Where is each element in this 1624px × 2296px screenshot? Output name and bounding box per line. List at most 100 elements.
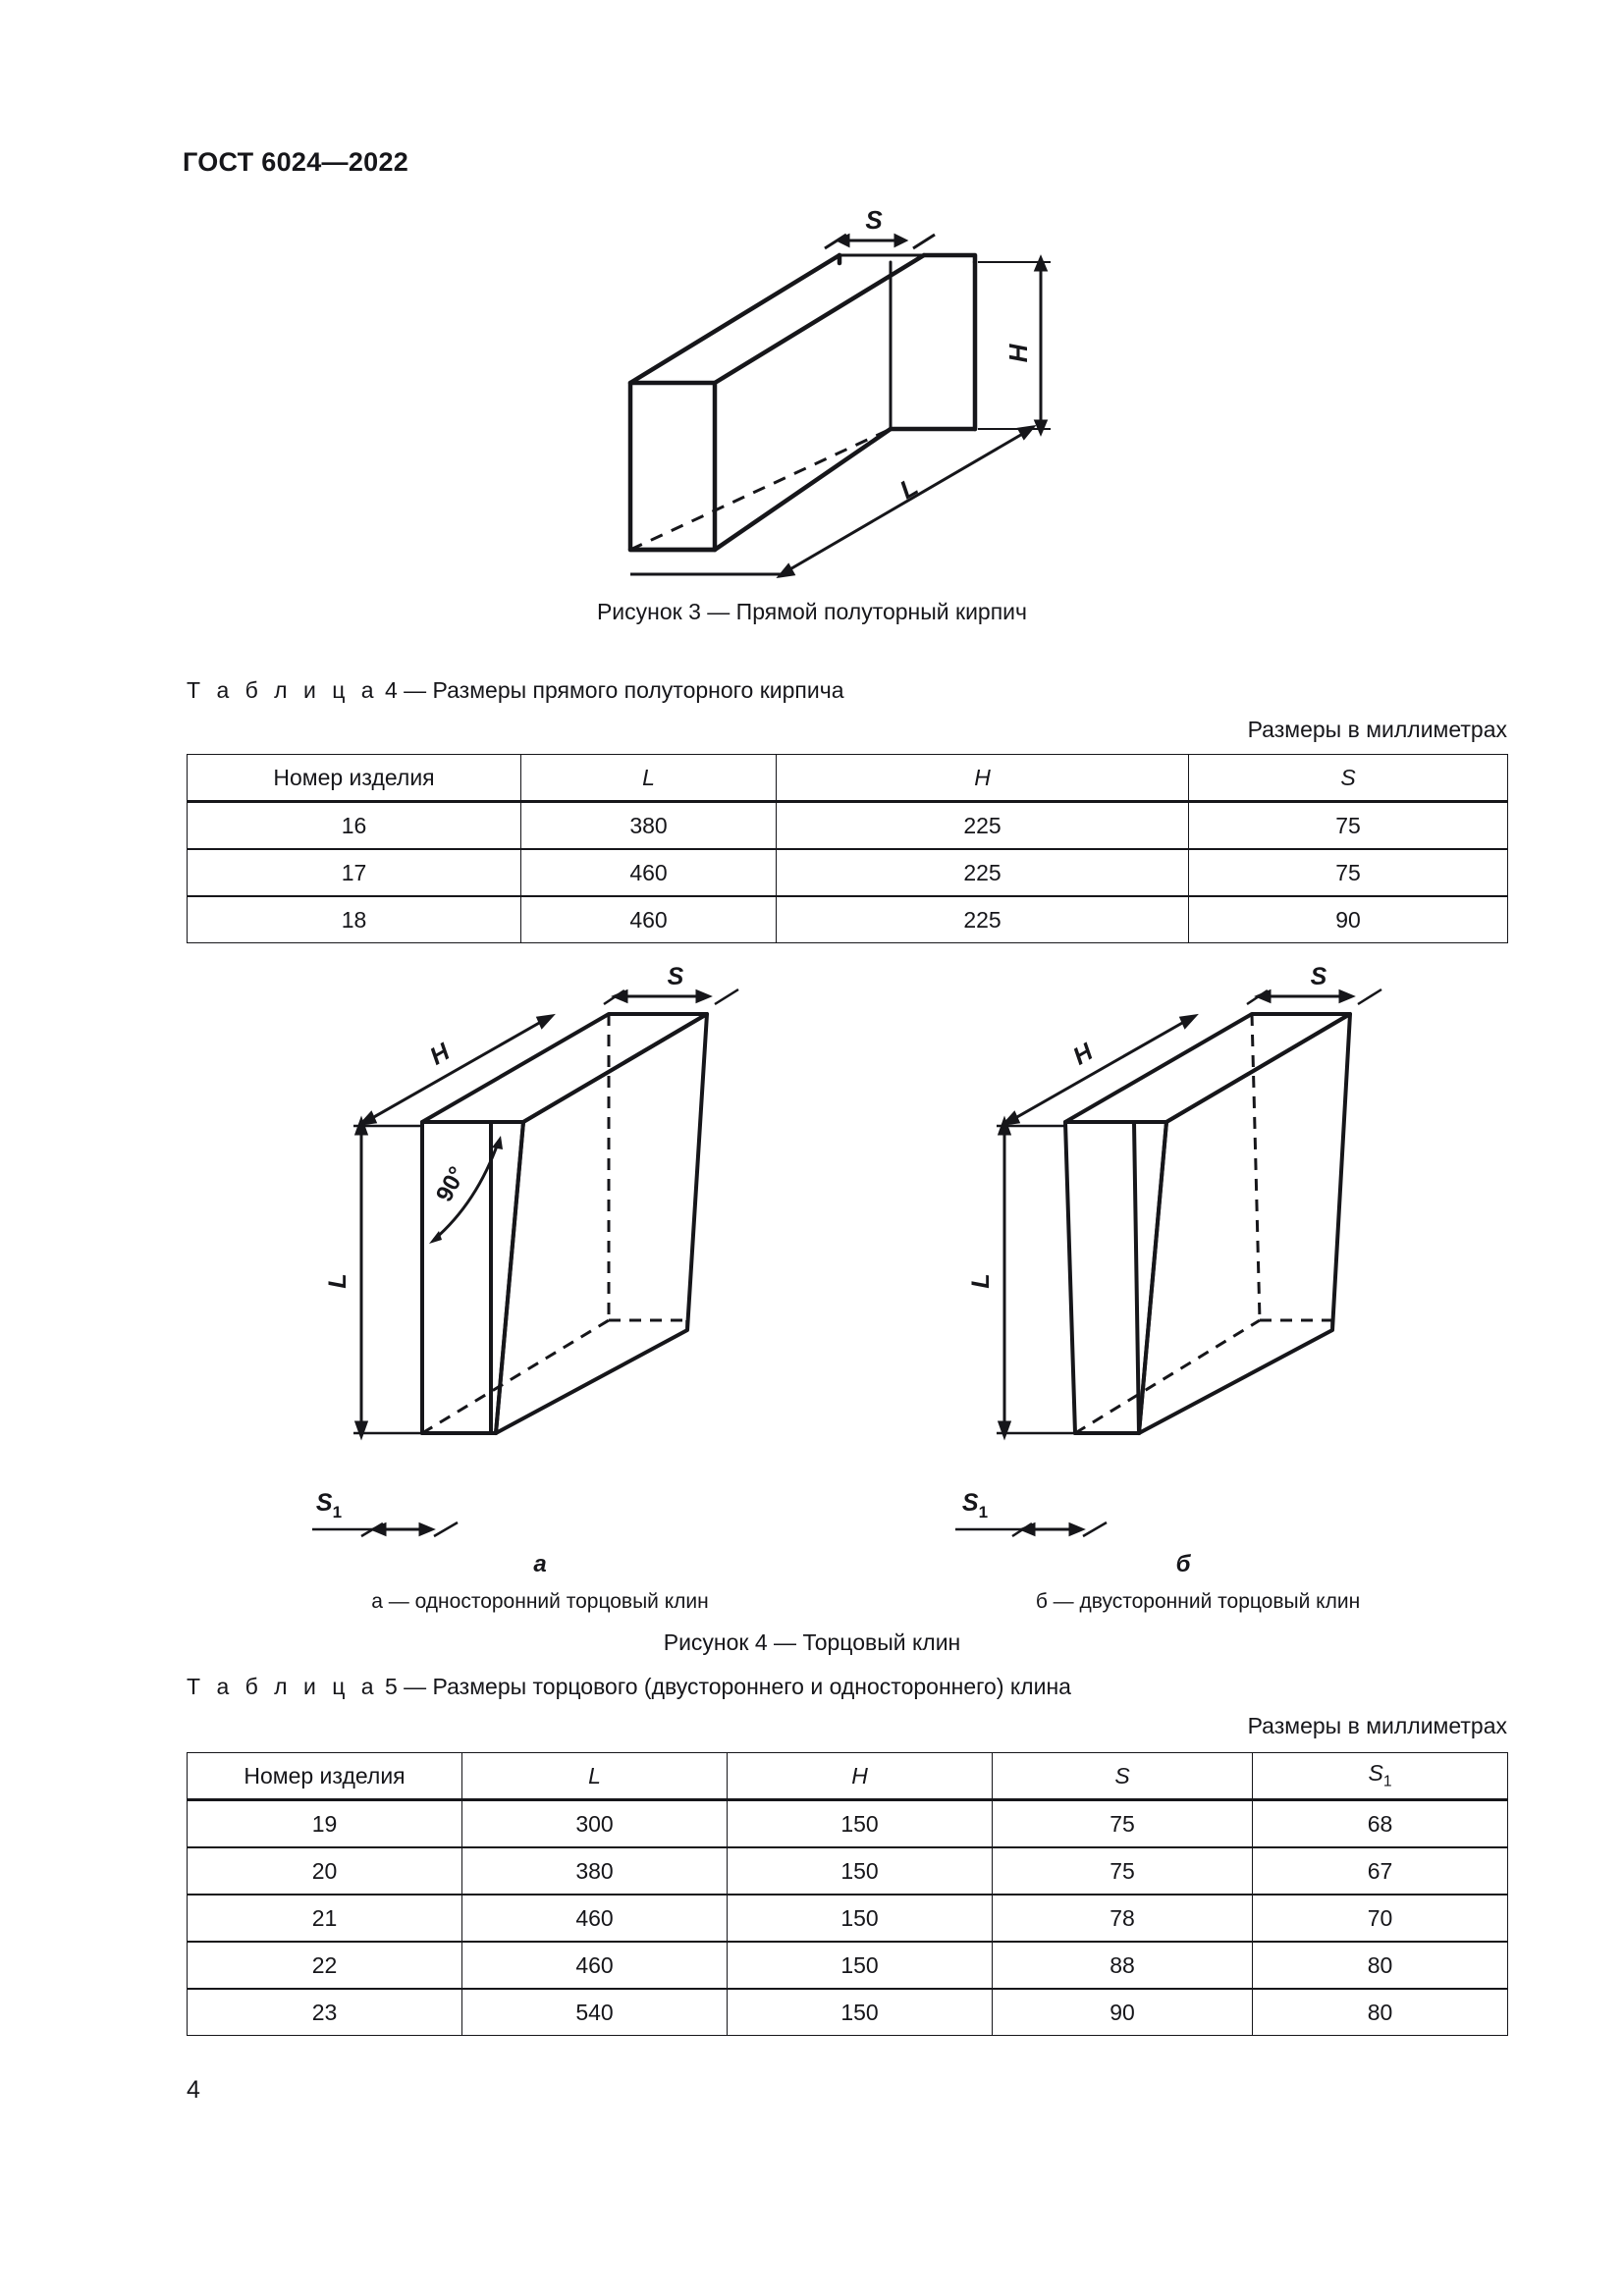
figure-4a-label-angle: 90°	[431, 1162, 471, 1206]
table-4-caption-rest: 4 — Размеры прямого полуторного кирпича	[384, 677, 844, 703]
table-5-cell-4-4: 80	[1252, 1988, 1508, 2036]
table-5-cell-0-0: 19	[187, 1798, 462, 1848]
table-4-col-header-0: Номер изделия	[187, 754, 521, 803]
table-4-col-header-3: S	[1188, 754, 1508, 803]
figure-3-caption: Рисунок 3 — Прямой полуторный кирпич	[596, 599, 1028, 624]
figure-4b-label-s: S	[1311, 963, 1327, 990]
table-5-cell-0-3: 75	[992, 1798, 1253, 1848]
figure-4-caption: Рисунок 4 — Торцовый клин	[663, 1629, 961, 1655]
dimension-h	[978, 254, 1051, 437]
table-5-cell-3-0: 22	[187, 1941, 462, 1990]
table-4-col-header-1: L	[520, 754, 777, 803]
table-5-units-note: Размеры в миллиметрах	[1247, 1713, 1507, 1738]
table-5-col-header-2: H	[727, 1752, 993, 1801]
figure-3-straight-brick: S H L	[589, 201, 1060, 594]
dimension-l	[776, 424, 1037, 579]
figure-3-label-h: H	[1003, 343, 1033, 362]
figure-4a-label-s: S	[668, 963, 684, 990]
table-5-cell-2-2: 150	[727, 1894, 993, 1943]
table-4-cell-0-0: 16	[187, 800, 521, 850]
table-4-cell-0-2: 225	[776, 800, 1189, 850]
figure-4a-one-sided-wedge: S H L	[285, 957, 795, 1566]
table-5-cell-1-0: 20	[187, 1846, 462, 1896]
table-row: 19 300 150 75 68	[187, 1798, 1508, 1848]
table-5-caption-word: Т а б л и ц а	[187, 1674, 379, 1699]
table-4-cell-0-3: 75	[1188, 800, 1508, 850]
table-row: 21 460 150 78 70	[187, 1894, 1508, 1943]
table-5-cell-2-3: 78	[992, 1894, 1253, 1943]
table-row: 16 380 225 75	[187, 800, 1508, 850]
angle-90-arc	[433, 1140, 501, 1242]
table-row: 17 460 225 75	[187, 848, 1508, 897]
page-number: 4	[187, 2076, 200, 2104]
table-5-cell-1-1: 380	[461, 1846, 728, 1896]
dimension-l	[353, 1115, 424, 1441]
dimension-h	[1001, 1013, 1199, 1127]
table-4-cell-1-0: 17	[187, 848, 521, 897]
table-5-cell-3-4: 80	[1252, 1941, 1508, 1990]
table-5-cell-4-1: 540	[461, 1988, 728, 2036]
dimension-l	[997, 1115, 1077, 1441]
figure-3-label-l: L	[894, 471, 923, 505]
figure-4b-label-l: L	[967, 1273, 995, 1288]
document-header: ГОСТ 6024—2022	[183, 147, 409, 177]
table-4-caption: Т а б л и ц а 4 — Размеры прямого полуто…	[187, 677, 844, 704]
dimension-s1	[312, 1521, 459, 1538]
table-4-cell-0-1: 380	[520, 800, 777, 850]
table-5-cell-2-1: 460	[461, 1894, 728, 1943]
dimension-s	[824, 233, 936, 250]
table-5-cell-2-4: 70	[1252, 1894, 1508, 1943]
table-4-caption-word: Т а б л и ц а	[187, 677, 379, 703]
figure-3-label-s: S	[865, 205, 883, 235]
table-4-col-header-2: H	[776, 754, 1189, 803]
figure-4a-description: а — односторонний торцовый клин	[371, 1590, 709, 1613]
table-5-cell-3-1: 460	[461, 1941, 728, 1990]
table-row: 23 540 150 90 80	[187, 1988, 1508, 2036]
table-4: Номер изделия L H S 16 380 225 75 17 460…	[187, 754, 1508, 943]
table-5-col-header-3: S	[992, 1752, 1253, 1801]
dimension-s1	[955, 1521, 1108, 1538]
table-5-cell-4-0: 23	[187, 1988, 462, 2036]
table-5-col-header-4: S1	[1252, 1752, 1508, 1801]
figure-4a-label-l: L	[324, 1273, 352, 1288]
table-4-cell-2-1: 460	[520, 895, 777, 943]
table-5-cell-0-2: 150	[727, 1798, 993, 1848]
figure-4b-letter: б	[1175, 1551, 1191, 1577]
table-row: 20 380 150 75 67	[187, 1846, 1508, 1896]
table-5-caption: Т а б л и ц а 5 — Размеры торцового (дву…	[187, 1674, 1071, 1700]
table-5-cell-1-3: 75	[992, 1846, 1253, 1896]
figure-4b-description: б — двусторонний торцовый клин	[1035, 1590, 1361, 1613]
dimension-s	[603, 988, 739, 1006]
table-5-cell-0-1: 300	[461, 1798, 728, 1848]
table-5-cell-0-4: 68	[1252, 1798, 1508, 1848]
dimension-h	[357, 1013, 556, 1127]
table-4-cell-2-0: 18	[187, 895, 521, 943]
figure-4a-label-h: H	[425, 1038, 455, 1071]
table-5-cell-4-3: 90	[992, 1988, 1253, 2036]
table-5-caption-rest: 5 — Размеры торцового (двустороннего и о…	[384, 1674, 1071, 1699]
table-5-col-header-0: Номер изделия	[187, 1752, 462, 1801]
table-5-cell-1-2: 150	[727, 1846, 993, 1896]
figure-4a-letter: а	[533, 1551, 547, 1577]
table-row: 22 460 150 88 80	[187, 1941, 1508, 1990]
table-4-header-row: Номер изделия L H S	[187, 754, 1508, 803]
table-5-cell-2-0: 21	[187, 1894, 462, 1943]
table-5-cell-4-2: 150	[727, 1988, 993, 2036]
table-5-header-row: Номер изделия L H S S1	[187, 1752, 1508, 1801]
table-row: 18 460 225 90	[187, 895, 1508, 943]
table-5-col-header-1: L	[461, 1752, 728, 1801]
figure-4b-label-h: H	[1068, 1038, 1098, 1071]
table-4-units-note: Размеры в миллиметрах	[1247, 717, 1507, 742]
table-5-cell-3-2: 150	[727, 1941, 993, 1990]
table-5: Номер изделия L H S S1 19 300 150 75 68 …	[187, 1752, 1508, 2036]
figure-4b-label-s1: S1	[962, 1489, 988, 1522]
table-4-cell-1-2: 225	[776, 848, 1189, 897]
table-4-cell-1-3: 75	[1188, 848, 1508, 897]
table-5-cell-1-4: 67	[1252, 1846, 1508, 1896]
dimension-s	[1246, 988, 1382, 1006]
table-4-cell-1-1: 460	[520, 848, 777, 897]
figure-4b-two-sided-wedge: S H L	[928, 957, 1438, 1566]
figure-4a-label-s1: S1	[316, 1489, 342, 1522]
table-4-cell-2-3: 90	[1188, 895, 1508, 943]
